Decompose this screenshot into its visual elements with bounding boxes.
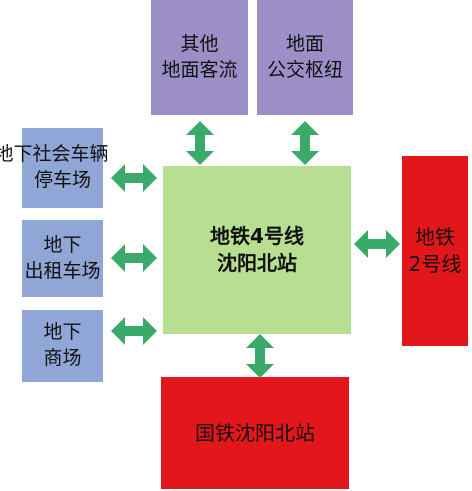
ground-bus-hub-box: 地面 公交枢纽 (257, 0, 353, 115)
double-arrow-railway-station (246, 334, 274, 378)
metro-line2-box: 地铁 2号线 (402, 156, 468, 346)
ground-bus-hub-label-2: 公交枢纽 (266, 58, 343, 81)
metro-line4-station-box: 地铁4号线 沈阳北站 (163, 166, 351, 334)
national-railway-station-label: 国铁沈阳北站 (195, 420, 315, 445)
other-ground-flow-box: 其他 地面客流 (151, 0, 248, 115)
double-arrow-mall (111, 317, 157, 345)
ground-bus-hub-label-1: 地面 (285, 32, 324, 55)
underground-mall-box: 地下 商场 (22, 310, 103, 382)
other-ground-flow-label-1: 其他 (180, 32, 219, 55)
underground-parking-box: 地下社会车辆 停车场 (0, 128, 109, 208)
underground-mall-label-1: 地下 (43, 321, 82, 344)
double-arrow-metro-line2 (354, 230, 400, 258)
double-arrow-parking (111, 164, 157, 192)
metro-line4-label: 地铁4号线 (210, 224, 304, 248)
metro-line2-label-1: 地铁 (414, 225, 455, 249)
underground-mall-label-2: 商场 (43, 347, 82, 369)
national-railway-station-box: 国铁沈阳北站 (161, 377, 349, 489)
underground-parking-label-1: 地下社会车辆 (0, 143, 109, 166)
metro-line2-label-2: 2号线 (408, 252, 462, 276)
double-arrow-other-flow (186, 121, 214, 165)
underground-taxi-label-1: 地下 (43, 233, 82, 256)
other-ground-flow-label-2: 地面客流 (161, 58, 238, 81)
underground-taxi-label-2: 出租车场 (24, 259, 101, 282)
double-arrow-bus-hub (291, 121, 319, 165)
underground-taxi-box: 地下 出租车场 (22, 220, 103, 297)
underground-parking-label-2: 停车场 (34, 169, 92, 191)
shenyang-north-label: 沈阳北站 (216, 251, 297, 275)
double-arrow-taxi (111, 244, 157, 272)
